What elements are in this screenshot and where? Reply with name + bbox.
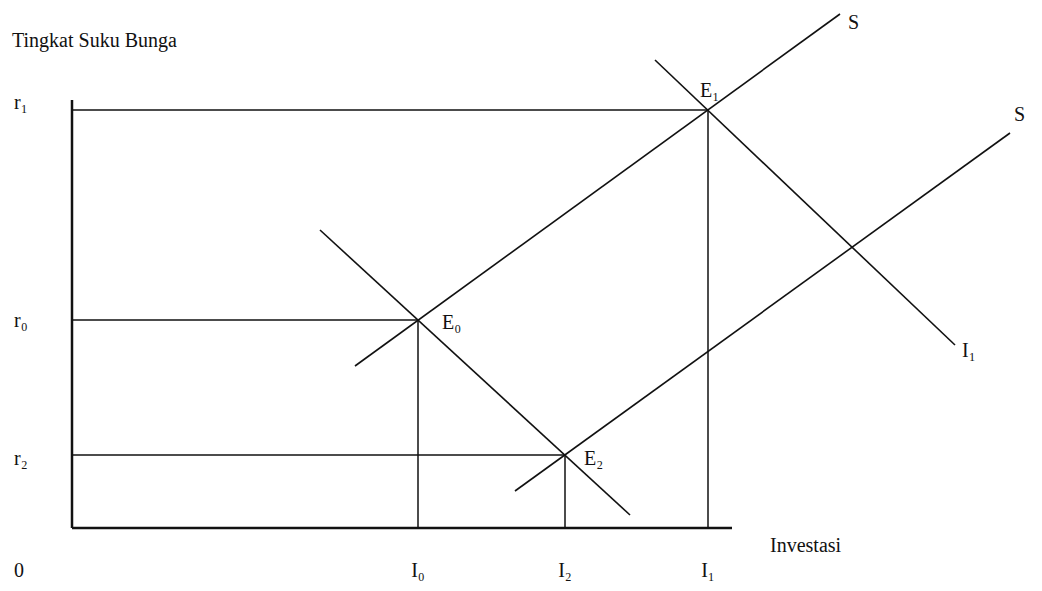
x-axis <box>72 527 732 530</box>
curve-label: I₁ <box>962 339 976 362</box>
equilibrium-label: E₀ <box>442 311 461 334</box>
tick-label: I₁ <box>701 559 715 582</box>
guide-line <box>72 109 708 111</box>
curve-label: S <box>848 11 859 34</box>
axis-title: Investasi <box>770 534 841 557</box>
rate-label: r₁ <box>14 91 28 114</box>
rate-label: r₂ <box>14 447 28 470</box>
rate-label: r₀ <box>14 309 28 332</box>
supply-curve <box>515 133 1010 491</box>
origin-label: 0 <box>14 559 24 582</box>
axis-title: Tingkat Suku Bunga <box>12 29 177 52</box>
investment-curve <box>320 230 630 515</box>
tick-label: I₂ <box>558 559 572 582</box>
guide-line <box>417 320 419 528</box>
equilibrium-label: E₂ <box>584 447 603 470</box>
supply-curve <box>355 14 840 366</box>
y-axis <box>71 100 74 528</box>
tick-label: I₀ <box>411 559 425 582</box>
guide-line <box>72 319 418 321</box>
guide-line <box>72 454 565 456</box>
equilibrium-label: E₁ <box>700 79 719 102</box>
guide-line <box>707 110 709 528</box>
guide-line <box>564 455 566 528</box>
curve-label: S <box>1014 103 1025 126</box>
investment-curve <box>655 60 955 345</box>
